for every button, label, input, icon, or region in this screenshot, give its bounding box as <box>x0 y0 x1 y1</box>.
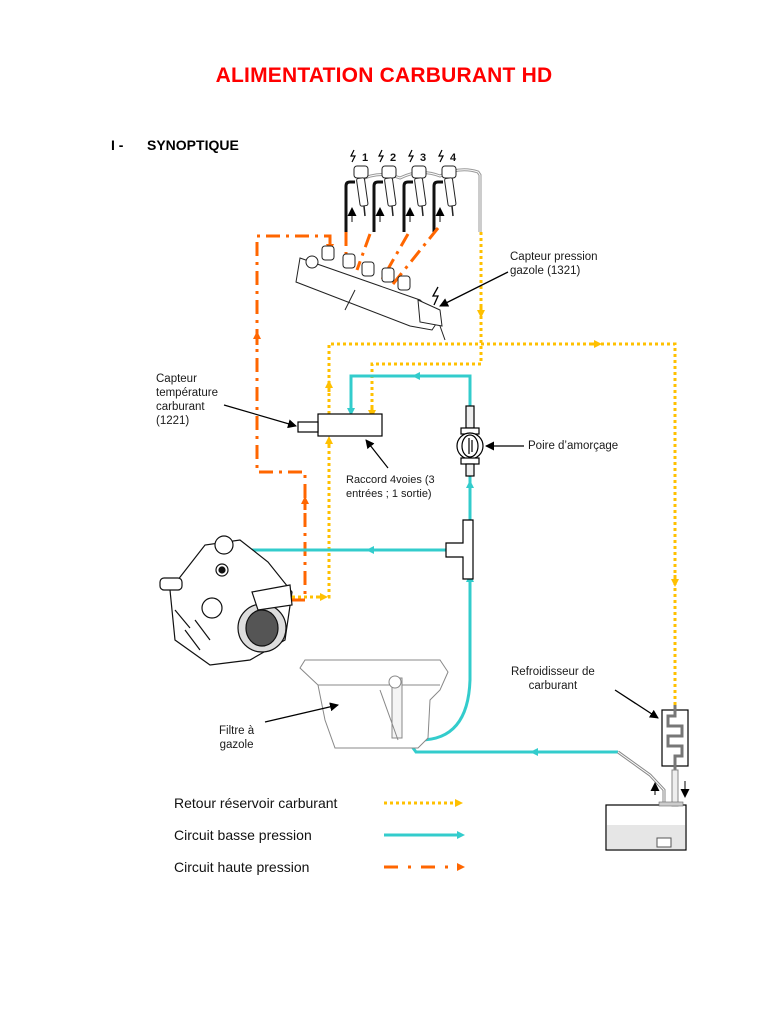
page-title: ALIMENTATION CARBURANT HD <box>215 64 553 87</box>
injector-supply-pipe <box>402 180 413 232</box>
injector-supply-pipe <box>432 180 443 232</box>
pressure-sensor-label-line1: Capteur pression <box>510 251 598 263</box>
fuel-tank <box>605 750 690 851</box>
hp-line-injector-2 <box>355 233 372 271</box>
four-way-union-label: Raccord 4voies (3 entrées ; 1 sortie) <box>346 473 435 501</box>
injector-number: 4 <box>450 152 457 164</box>
tee-fitting <box>445 519 474 580</box>
injector-number: 3 <box>420 152 426 164</box>
hp-line-pump-to-rail <box>255 234 332 602</box>
injector-4: 4 <box>432 149 457 232</box>
legend-label-high-pressure: Circuit haute pression <box>174 859 310 875</box>
filter-pointer-arrow <box>264 702 339 723</box>
injector-group: 1 2 3 4 <box>344 149 482 232</box>
temperature-sensor-label-line1: Capteur <box>156 373 197 385</box>
injector-1: 1 <box>344 149 369 232</box>
temperature-sensor-label-line2: température <box>156 387 219 399</box>
pressure-sensor-label-line2: gazole (1321) <box>510 265 581 277</box>
lp-line-bulb-to-union <box>349 374 472 410</box>
four-way-union <box>297 413 383 437</box>
return-line-from-union <box>370 344 483 414</box>
four-way-union-label-line1: Raccord 4voies (3 <box>346 474 435 486</box>
temperature-sensor-label: Capteur température carburant (1221) <box>156 372 218 428</box>
temp-sensor-pointer-arrow <box>223 404 297 429</box>
priming-bulb <box>456 405 484 477</box>
legend <box>384 799 465 871</box>
fuel-filter-label: Filtre à gazole <box>219 724 254 752</box>
injector-number: 2 <box>390 152 396 164</box>
fuel-cooler-label-line1: Refroidisseur de <box>511 666 595 678</box>
lightning-icon <box>350 149 356 163</box>
injector-supply-pipe <box>344 180 355 232</box>
high-pressure-pump <box>159 535 293 666</box>
fuel-cooler-label: Refroidisseur de carburant <box>511 665 595 693</box>
legend-label-return: Retour réservoir carburant <box>174 795 338 811</box>
fuel-cooler-label-line2: carburant <box>528 680 578 692</box>
injector-2: 2 <box>372 149 397 232</box>
high-pressure-circuit <box>255 227 440 602</box>
return-circuit <box>262 232 677 705</box>
pressure-sensor-label: Capteur pression gazole (1321) <box>510 250 598 278</box>
union-pointer-arrow <box>365 439 389 469</box>
return-line-main <box>327 342 677 705</box>
lightning-icon <box>378 149 384 163</box>
fuel-filter-label-line1: Filtre à <box>219 725 255 737</box>
fuel-cooler <box>661 705 689 770</box>
lightning-icon <box>408 149 414 163</box>
common-rail <box>295 245 446 341</box>
section-number: I - <box>111 137 124 153</box>
injector-supply-pipe <box>372 180 383 232</box>
hp-line-injector-4 <box>391 227 440 285</box>
fuel-filter <box>299 659 449 749</box>
return-line-pump <box>262 438 331 599</box>
legend-label-low-pressure: Circuit basse pression <box>174 827 312 843</box>
pressure-sensor-pointer-arrow <box>439 271 509 307</box>
cooler-pointer-arrow <box>614 689 659 719</box>
temperature-sensor-label-line4: (1221) <box>156 415 190 427</box>
fuel-filter-label-line2: gazole <box>219 739 254 751</box>
priming-bulb-label: Poire d’amorçage <box>528 440 619 452</box>
section-title: SYNOPTIQUE <box>147 137 239 153</box>
lightning-icon <box>431 286 440 306</box>
four-way-union-label-line2: entrées ; 1 sortie) <box>346 488 432 500</box>
injector-3: 3 <box>402 149 427 232</box>
lp-line-filter-to-tee <box>419 578 472 742</box>
lightning-icon <box>438 149 444 163</box>
injector-number: 1 <box>362 152 368 164</box>
temperature-sensor-label-line3: carburant <box>156 401 205 413</box>
hp-line-injector-3 <box>378 233 410 284</box>
